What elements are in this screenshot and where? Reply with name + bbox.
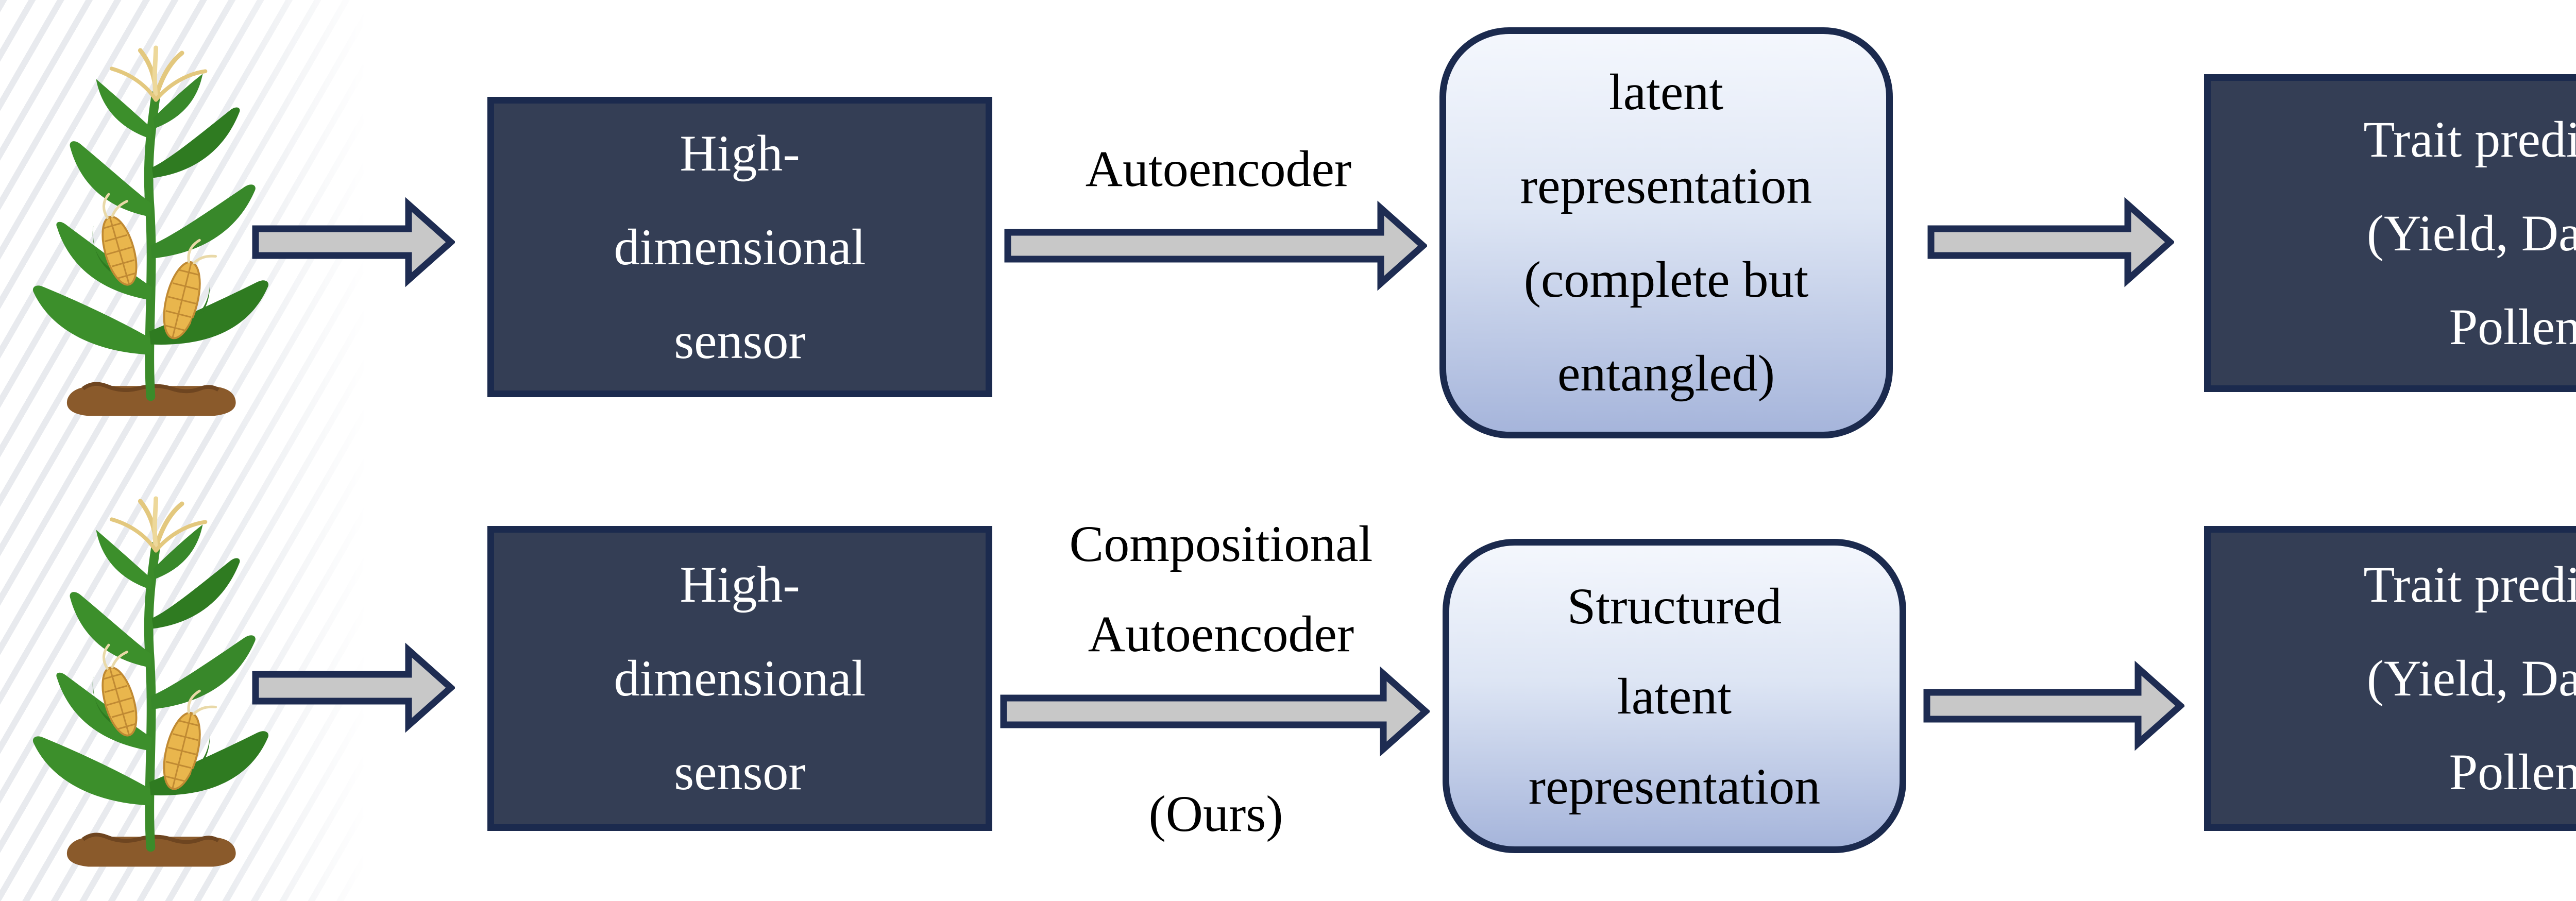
- flow-arrow-latent-to-trait-row2: [1923, 660, 2184, 751]
- corn-plant-icon: [21, 21, 281, 422]
- trait-box-row1-label: Trait prediction (Yield, Days to Pollen): [2363, 110, 2576, 355]
- flow-arrow-latent-to-trait-row1: [1927, 197, 2174, 287]
- trait-box-row2: Trait prediction (Yield, Days to Pollen): [2204, 526, 2576, 831]
- trait-box-row2-label: Trait prediction (Yield, Days to Pollen): [2363, 556, 2576, 801]
- method-sublabel-row2: (Ours): [1148, 785, 1283, 842]
- trait-box-row1: Trait prediction (Yield, Days to Pollen): [2204, 74, 2576, 392]
- method-label-row2: Compositional Autoencoder: [1069, 515, 1373, 662]
- latent-box-row1-label: latent representation (complete but enta…: [1520, 63, 1812, 402]
- flow-arrow-input-to-sensor-row2: [251, 642, 455, 733]
- flow-arrow-sensor-to-latent-row2: [999, 666, 1430, 757]
- flow-arrow-sensor-to-latent-row1: [1004, 200, 1427, 291]
- sensor-box-row2: High- dimensional sensor: [487, 526, 992, 831]
- corn-plant-icon: [21, 479, 281, 873]
- latent-box-row1: latent representation (complete but enta…: [1439, 27, 1893, 438]
- flow-arrow-input-to-sensor: [251, 197, 455, 287]
- latent-box-row2: Structured latent representation: [1443, 539, 1906, 853]
- sensor-box-row1: High- dimensional sensor: [487, 97, 992, 397]
- sensor-box-row1-label: High- dimensional sensor: [614, 124, 866, 369]
- method-label-row1: Autoencoder: [1085, 140, 1352, 197]
- latent-box-row2-label: Structured latent representation: [1528, 577, 1821, 815]
- sensor-box-row2-label: High- dimensional sensor: [614, 556, 866, 801]
